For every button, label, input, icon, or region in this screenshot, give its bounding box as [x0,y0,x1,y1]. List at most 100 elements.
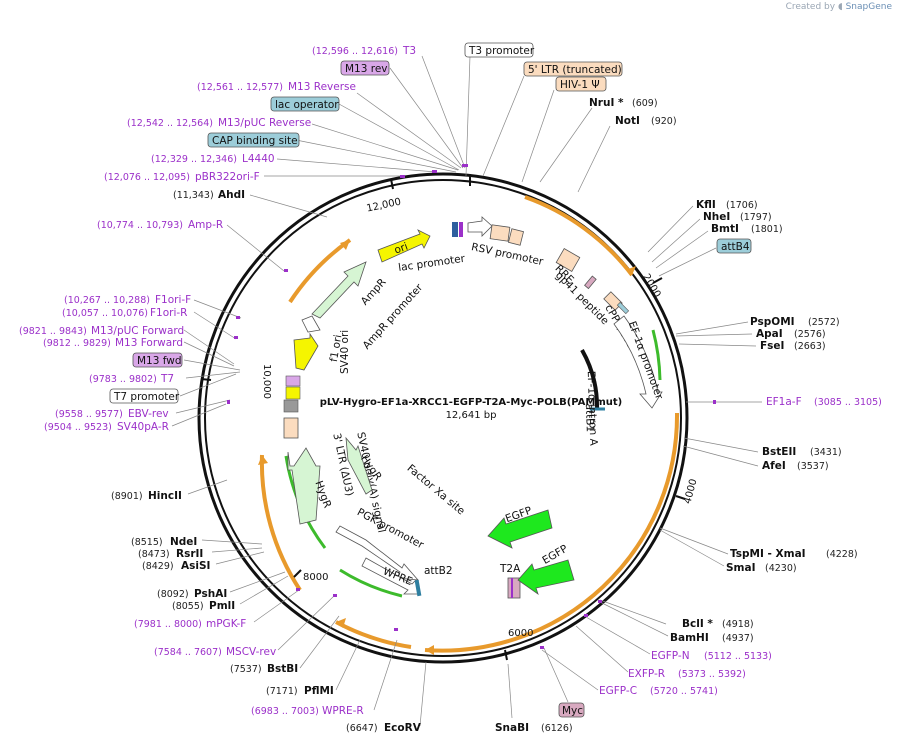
label-ecorv: EcoRV [384,722,422,734]
credit-prefix: Created by [785,2,836,12]
ltr-label-box [523,61,623,77]
feature-label-gp41: gp41 peptide [553,269,611,327]
tick-label-4000: 4000 [682,478,699,505]
leader-line [659,529,725,567]
label-hiv-psi: HIV-1 Ψ [560,79,600,91]
label-pos: (9504 .. 9523) [44,422,112,433]
feature-label-ori: ori [393,241,410,257]
egfp-arrow-1 [487,509,553,549]
lac-operator-label-box [270,96,340,112]
feature-label-attb1: attB1 [583,403,596,432]
feature-label-lac-promoter: lac promoter [398,253,467,274]
leader-line [675,333,753,337]
label-pmli: PmlI [209,600,235,612]
leader-line [577,125,611,193]
feature-label-attb2: attB2 [424,565,453,577]
leader-line [215,551,265,565]
tick-label-8000: 8000 [303,572,328,583]
cap-binding-site-box [207,132,300,148]
label-kfli: KflI [696,199,716,211]
leader-line [539,107,593,183]
label-pos: (3085 .. 3105) [814,397,882,408]
leader-line [193,299,242,319]
ltr-box [489,224,511,242]
label-pos: (920) [651,116,677,127]
leader-line [295,139,457,173]
m13-fwd-box [132,352,183,368]
ampr-promoter-arrow [301,315,321,333]
primer-marker [598,600,602,603]
wpre-arrow [361,557,419,595]
label-pos: (7584 .. 7607) [154,647,222,658]
orf-arrowhead-3 [336,618,346,628]
label-l4440: L4440 [242,153,275,165]
leader-line [356,92,462,169]
primer-marker [432,170,437,173]
label-pos: (9783 .. 9802) [89,374,157,385]
label-bmti: BmtI [711,223,739,235]
label-pos: (10,267 .. 10,288) [64,295,150,306]
label-pos: (8901) [111,491,143,502]
label-pos: (1797) [740,212,772,223]
orf-arc-2 [424,412,680,653]
label-pos: (5720 .. 5741) [650,686,718,697]
label-egfp-n: EGFP-N [651,650,690,662]
label-pos: (12,076 .. 12,095) [104,172,190,183]
label-pos: (8473) [138,549,170,560]
leader-line [226,224,285,272]
tick-10000 [200,378,212,381]
snapgene-credit: Created by ◖ SnapGene [786,2,892,12]
orf-arc-4 [259,454,302,592]
primer-marker [227,400,230,404]
leader-line [675,321,749,335]
lac-operator-box [459,222,463,237]
lac-promoter-box [452,222,458,237]
tick-8000 [293,569,302,578]
tick-4000 [675,495,686,500]
plasmid-name: pLV-Hygro-EF1a-XRCC1-EGFP-T2A-Myc-POLB(P… [320,397,623,408]
leader-line [421,55,466,169]
label-ahdi: AhdI [218,189,245,201]
leader-line [175,399,231,414]
green-arc-2 [339,568,403,598]
leader-line [599,601,669,637]
feature-label-sv40-ori: SV40 ori [339,330,351,374]
primer-marker [462,164,468,167]
label-pos: (8515) [131,537,163,548]
primer-marker [400,175,405,178]
label-pos: (3537) [797,461,829,472]
leader-line [299,615,340,669]
label-t3: T3 [402,45,416,57]
f1-ori-arrow [293,332,319,371]
label-rsrii: RsrII [176,548,203,560]
t3-promoter-box [464,42,534,58]
leader-line [249,194,328,218]
label-sv40pa-r: SV40pA-R [117,421,169,433]
leader-line [658,247,717,277]
label-attb4: attB4 [721,241,750,253]
label-ebv-rev: EBV-rev [128,408,169,420]
primer-marker [284,269,288,272]
tick-marks [200,174,686,661]
left-labels: (12,596 .. 12,616) T3 M13 rev (12,561 ..… [19,45,422,734]
label-noti: NotI [615,115,640,127]
label-pos: (10,774 .. 10,793) [97,220,183,231]
hygr-arrow-2 [345,436,373,495]
leader-line [185,371,241,379]
label-lac-operator: lac operator [275,99,339,111]
label-f1ori-f: F1ori-F [155,294,191,306]
label-m13-forward: M13 Forward [115,337,183,349]
label-tspmi-xmai: TspMI - XmaI [730,548,806,560]
label-m13-reverse: M13 Reverse [288,81,356,93]
label-pos: (2663) [794,341,826,352]
label-pos: (9812 .. 9829) [43,338,111,349]
label-exfp-r: EXFP-R [628,668,665,680]
leader-line [277,595,335,651]
snapgene-logo-icon: ◖ [837,2,843,12]
green-arc-1 [651,329,662,381]
label-pflmi: PflMI [304,685,334,697]
label-pos: (5112 .. 5133) [704,651,772,662]
label-pos: (12,596 .. 12,616) [312,46,398,57]
label-pos: (4230) [765,563,797,574]
